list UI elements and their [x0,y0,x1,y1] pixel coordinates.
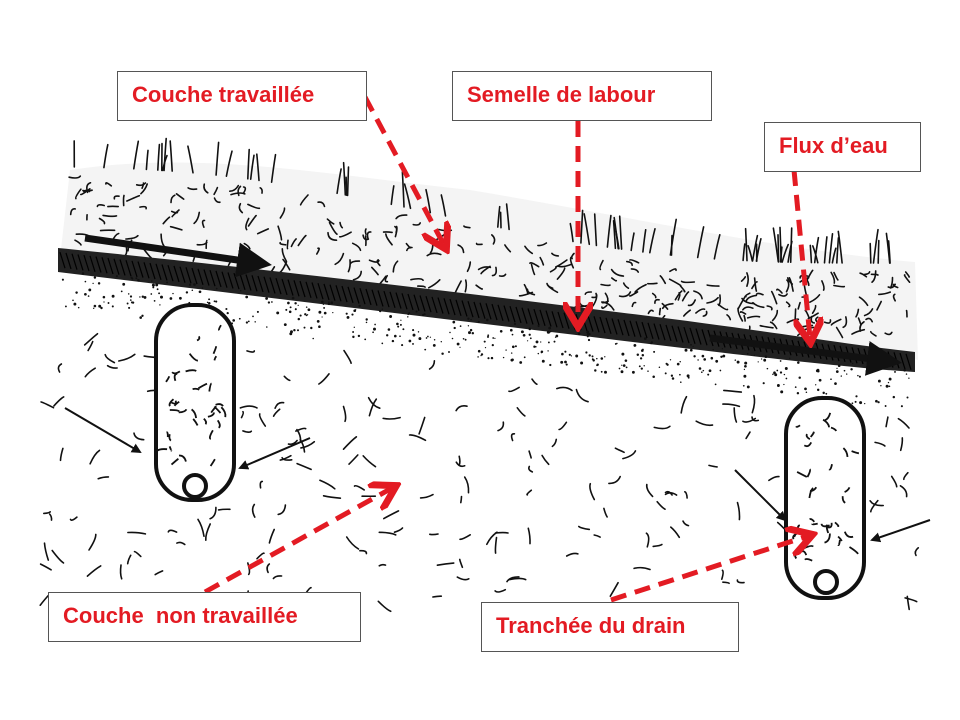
plow-pan-band [58,248,915,372]
label-pointer-arrows [203,95,810,603]
label-drain-trench: Tranchée du drain [481,602,739,652]
label-water-flow: Flux d’eau [764,122,921,172]
worked-layer-texture [68,175,911,339]
water-flow-arrow-left [84,234,272,278]
surface-vegetation [73,137,891,264]
pointer-water-flow [791,169,810,338]
label-unworked-layer: Couche non travaillée [48,592,361,642]
label-plow-pan: Semelle de labour [452,71,712,121]
worked-layer-soil [60,162,918,360]
drain-pipe-left [182,473,208,499]
seepage-arrows [64,407,931,543]
pointer-drain-trench [610,536,808,603]
drain-trench-left [154,303,236,502]
drain-pipe-right [813,569,839,595]
label-worked-layer: Couche travaillée [117,71,367,121]
drain-trench-right [784,396,866,600]
pointer-worked-layer [362,95,444,245]
trench-gravel-right [792,412,860,562]
water-flow-arrow-right [709,334,902,376]
trench-gravel-left [156,324,227,467]
unworked-layer-texture [39,332,920,623]
pointer-unworked-layer [203,488,392,595]
